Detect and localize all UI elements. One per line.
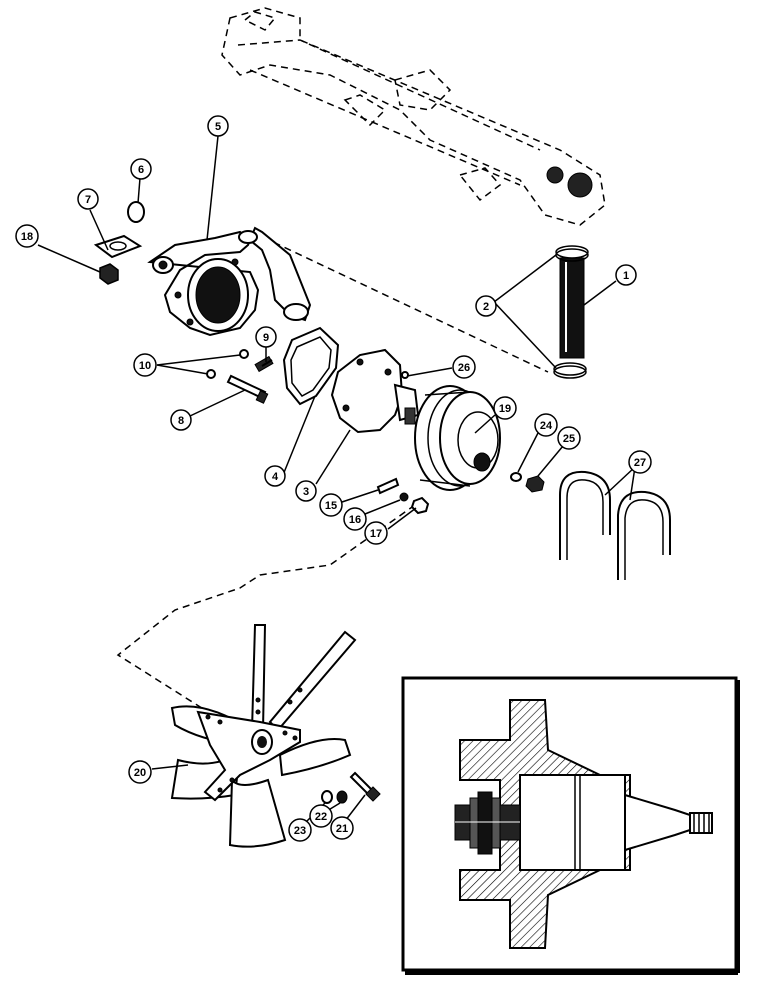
nut-17 (410, 496, 430, 515)
callout-label: 10 (139, 360, 151, 372)
washer-22 (336, 790, 348, 804)
callout-26: 26 (452, 355, 476, 379)
callout-label: 1 (623, 270, 629, 282)
thermostat-gasket (93, 234, 143, 259)
callout-15: 15 (319, 493, 343, 517)
callout-label: 20 (134, 767, 146, 779)
water-pump-housing (147, 226, 312, 337)
callout-22: 22 (309, 804, 333, 828)
alignment-line-hose (251, 231, 549, 373)
alignment-line-fan (116, 504, 416, 711)
hose-clamp-top (555, 245, 589, 262)
hose-clamp-bottom (553, 362, 587, 379)
callout-label: 18 (21, 231, 33, 243)
callout-25: 25 (557, 426, 581, 450)
callout-17: 17 (364, 521, 388, 545)
callout-label: 24 (540, 420, 553, 432)
callout-label: 8 (178, 415, 184, 427)
callout-label: 2 (483, 301, 489, 313)
callout-label: 27 (634, 457, 646, 469)
callout-3: 3 (295, 480, 317, 502)
callout-label: 9 (263, 332, 269, 344)
washer-10a (239, 349, 249, 359)
callout-8: 8 (170, 409, 192, 431)
water-pump (330, 348, 420, 434)
callout-label: 5 (215, 121, 221, 133)
callout-label: 6 (138, 164, 144, 176)
callout-label: 26 (458, 362, 470, 374)
callout-5: 5 (207, 115, 229, 137)
washer-23 (321, 790, 333, 804)
callout-label: 4 (272, 471, 279, 483)
callout-label: 7 (85, 194, 91, 206)
callout-24: 24 (534, 413, 558, 437)
bolt-9 (254, 355, 274, 373)
callout-1: 1 (615, 264, 637, 286)
pump-gasket (282, 326, 340, 406)
callout-label: 19 (499, 403, 511, 415)
callout-20: 20 (128, 760, 152, 784)
callout-10: 10 (133, 353, 157, 377)
bolt-21 (349, 771, 381, 802)
callout-label: 3 (303, 486, 309, 498)
leader-lines (37, 135, 636, 829)
callout-4: 4 (264, 465, 286, 487)
callout-23: 23 (288, 818, 312, 842)
callout-18: 18 (15, 224, 39, 248)
callout-19: 19 (493, 396, 517, 420)
callout-label: 22 (315, 811, 327, 823)
callout-6: 6 (130, 158, 152, 180)
washer-24 (510, 472, 522, 482)
callout-label: 17 (370, 528, 382, 540)
fan-pulley (414, 385, 501, 491)
pump-cross-section-inset (401, 676, 740, 975)
expansion-plug (127, 201, 145, 223)
callout-7: 7 (77, 188, 99, 210)
callout-16: 16 (343, 507, 367, 531)
callout-label: 21 (336, 823, 348, 835)
ring-26 (401, 371, 409, 379)
callout-label: 16 (349, 514, 361, 526)
water-manifold (221, 7, 606, 226)
water-hose (559, 257, 585, 359)
nut (99, 263, 119, 285)
u-bolts (559, 470, 671, 580)
callout-2: 2 (475, 295, 497, 317)
washer-10b (206, 369, 216, 379)
bolt-8 (226, 374, 269, 404)
callout-27: 27 (628, 450, 652, 474)
stud-15 (376, 477, 400, 495)
callout-label: 15 (325, 500, 337, 512)
cooling-fan (170, 624, 357, 848)
callout-label: 25 (563, 433, 575, 445)
callout-21: 21 (330, 816, 354, 840)
callout-9: 9 (255, 326, 277, 348)
nut-25 (525, 475, 545, 493)
callout-label: 23 (294, 825, 306, 837)
washer-16 (399, 492, 409, 502)
